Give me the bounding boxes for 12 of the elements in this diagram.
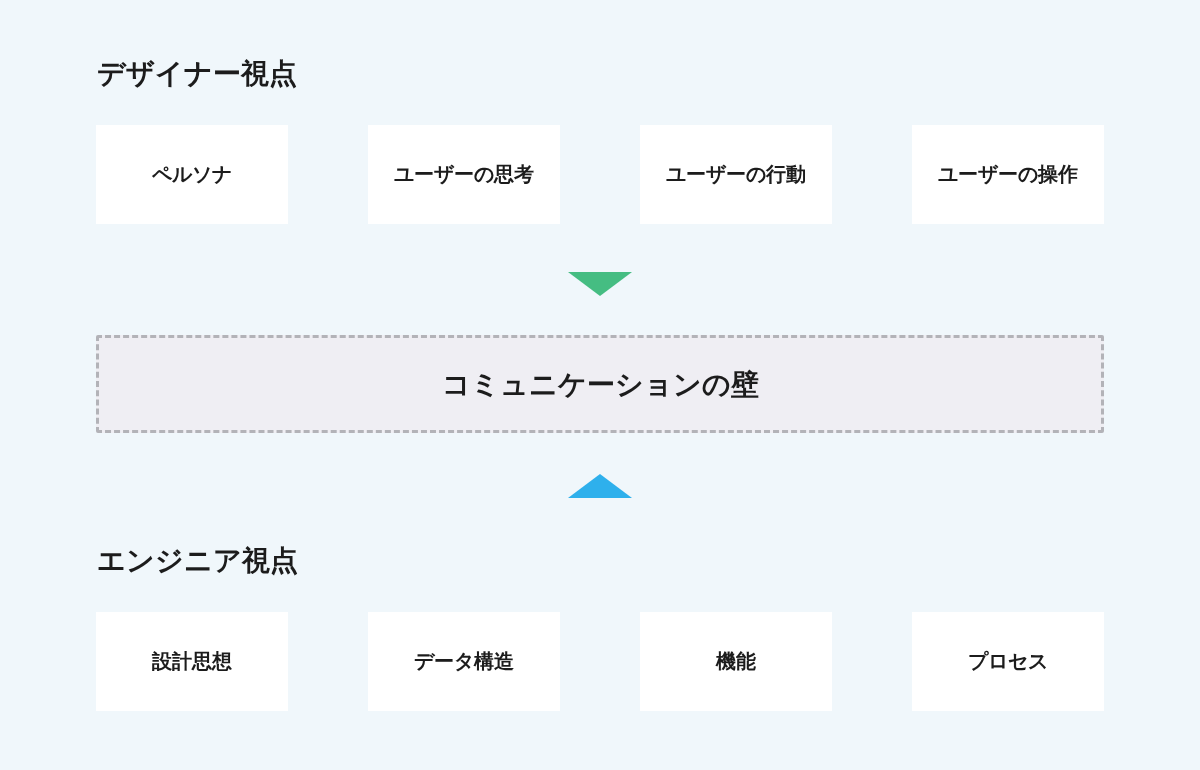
card-text: ユーザーの操作 [938,162,1078,187]
card-text: ユーザーの思考 [394,162,534,187]
section-heading: エンジニア視点 [97,543,298,578]
card-text: データ構造 [414,649,514,674]
card-text: 設計思想 [152,649,232,674]
card-text: 機能 [716,649,756,674]
card-text: プロセス [968,649,1048,674]
card-text: ユーザーの行動 [666,162,806,187]
section-heading: デザイナー視点 [97,56,297,91]
wall-banner [96,335,1104,433]
wall-text: コミュニケーションの壁 [441,366,759,402]
card-text: ペルソナ [152,162,232,187]
